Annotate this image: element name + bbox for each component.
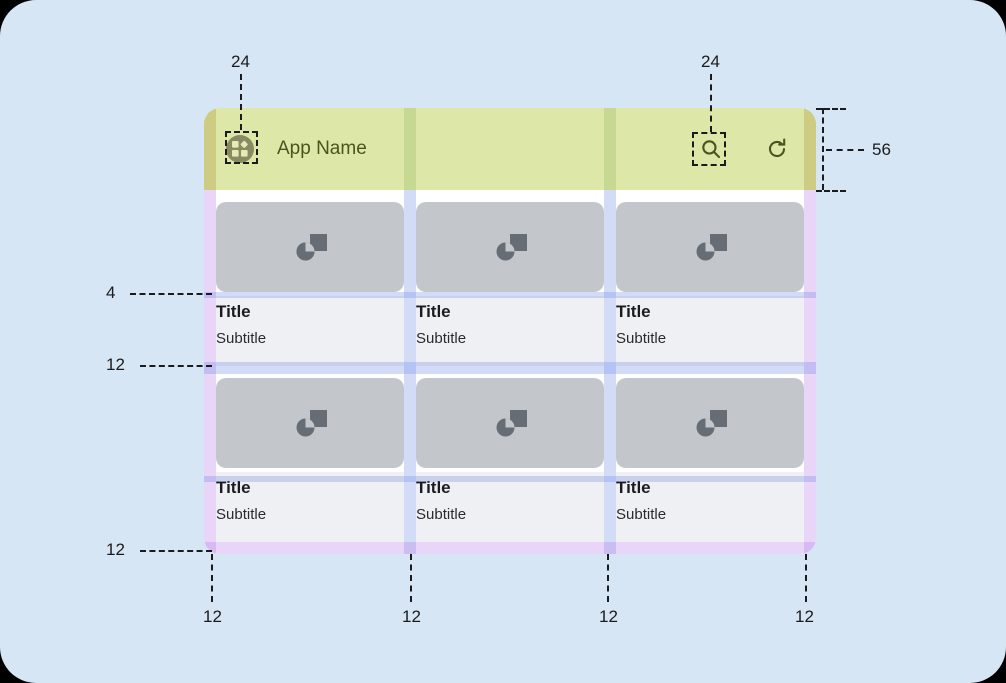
- annotation-label-icon-padding-left: 24: [231, 52, 250, 71]
- annotation-leader-column-right-margin: [805, 554, 807, 602]
- annotation-bracket-appbar-top: [816, 108, 846, 110]
- annotation-label-column-left-margin: 12: [203, 607, 222, 626]
- annotation-label-media-to-title: 4: [106, 283, 116, 302]
- image-placeholder-icon: [296, 234, 327, 261]
- card-media: [216, 378, 404, 468]
- appbar-gutter-band-1: [404, 108, 416, 190]
- card-body: Title Subtitle: [616, 472, 804, 542]
- annotation-leader-icon-padding-right: [710, 74, 712, 132]
- annotation-label-appbar-height: 56: [872, 140, 891, 159]
- card-media: [616, 378, 804, 468]
- card-media: [416, 378, 604, 468]
- app-bar-actions: [699, 137, 816, 161]
- card-body: Title Subtitle: [216, 472, 404, 542]
- refresh-icon[interactable]: [765, 137, 789, 161]
- card-subtitle: Subtitle: [216, 505, 267, 523]
- app-bar-leading: App Name: [204, 135, 367, 163]
- card-media: [216, 202, 404, 292]
- annotation-label-column-right-margin: 12: [795, 607, 814, 626]
- card-title: Title: [616, 478, 651, 497]
- image-placeholder-icon: [296, 410, 327, 437]
- card-media: [416, 202, 604, 292]
- card[interactable]: Title Subtitle: [416, 202, 604, 366]
- app-logo-grid-icon[interactable]: [226, 135, 254, 163]
- annotation-label-bottom-margin: 12: [106, 540, 125, 559]
- card-body: Title Subtitle: [416, 472, 604, 542]
- card-title: Title: [216, 478, 251, 497]
- card-title: Title: [216, 302, 251, 321]
- image-placeholder-icon: [696, 234, 727, 261]
- annotation-leader-appbar-height: [826, 149, 864, 151]
- app-frame: App Name: [204, 108, 816, 554]
- image-placeholder-icon: [696, 410, 727, 437]
- app-bar-title: App Name: [277, 138, 367, 159]
- image-placeholder-icon: [496, 410, 527, 437]
- card-body: Title Subtitle: [616, 296, 804, 366]
- annotation-leader-bottom-margin: [140, 550, 212, 552]
- card-title: Title: [416, 478, 451, 497]
- card-subtitle: Subtitle: [216, 329, 267, 347]
- card[interactable]: Title Subtitle: [416, 378, 604, 542]
- card[interactable]: Title Subtitle: [616, 202, 804, 366]
- card[interactable]: Title Subtitle: [616, 378, 804, 542]
- annotation-box-search-icon: [692, 132, 726, 166]
- card-grid: Title Subtitle Title Subtitle: [204, 190, 816, 554]
- annotation-leader-media-to-title: [130, 293, 212, 295]
- card-subtitle: Subtitle: [416, 329, 467, 347]
- card-subtitle: Subtitle: [616, 329, 667, 347]
- annotation-leader-row-gutter: [140, 365, 212, 367]
- search-icon[interactable]: [699, 137, 723, 161]
- card[interactable]: Title Subtitle: [216, 202, 404, 366]
- annotation-bracket-appbar-height: [822, 108, 824, 190]
- image-placeholder-icon: [496, 234, 527, 261]
- annotation-leader-column-gutter-2: [607, 554, 609, 602]
- annotation-leader-column-gutter-1: [410, 554, 412, 602]
- annotation-label-column-gutter-2: 12: [599, 607, 618, 626]
- annotation-box-app-logo: [225, 131, 258, 164]
- annotation-leader-column-left-margin: [211, 554, 213, 602]
- card-subtitle: Subtitle: [616, 505, 667, 523]
- card-media: [616, 202, 804, 292]
- annotation-leader-icon-padding-left: [240, 74, 242, 130]
- card[interactable]: Title Subtitle: [216, 378, 404, 542]
- annotation-label-row-gutter: 12: [106, 355, 125, 374]
- card-title: Title: [616, 302, 651, 321]
- card-body: Title Subtitle: [216, 296, 404, 366]
- appbar-gutter-band-2: [604, 108, 616, 190]
- annotation-label-icon-padding-right: 24: [701, 52, 720, 71]
- card-body: Title Subtitle: [416, 296, 604, 366]
- annotation-label-column-gutter-1: 12: [402, 607, 421, 626]
- annotation-bracket-appbar-bottom: [816, 190, 846, 192]
- card-title: Title: [416, 302, 451, 321]
- card-subtitle: Subtitle: [416, 505, 467, 523]
